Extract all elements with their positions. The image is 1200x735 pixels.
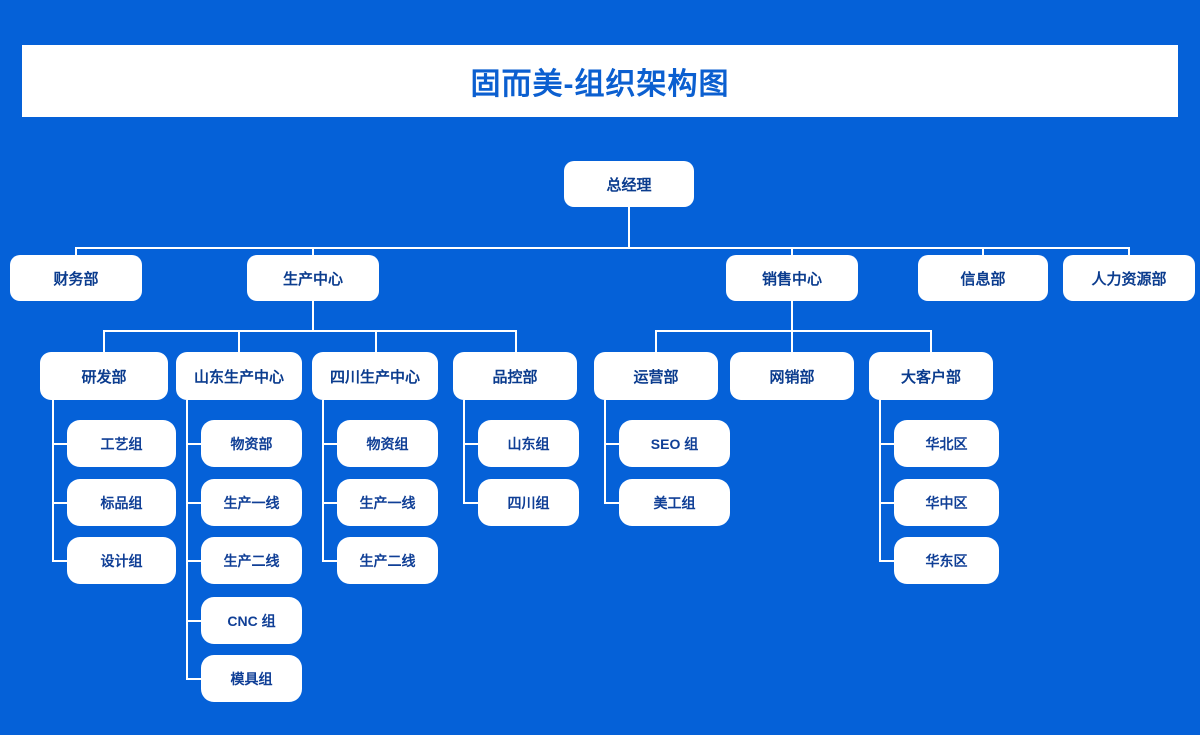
connector-scprod-stub-2 (322, 502, 338, 504)
node-华东区[interactable]: 华东区 (894, 537, 999, 584)
connector-rd-stub-1 (52, 443, 68, 445)
connector-ops-stub-2 (604, 502, 620, 504)
node-物资部[interactable]: 物资部 (201, 420, 302, 467)
connector-sdprod-stub-1 (186, 443, 202, 445)
node-生产二线-山东[interactable]: 生产二线 (201, 537, 302, 584)
node-设计组[interactable]: 设计组 (67, 537, 176, 584)
node-生产一线-山东[interactable]: 生产一线 (201, 479, 302, 526)
connector-scprod-stub-1 (322, 443, 338, 445)
node-seo组[interactable]: SEO 组 (619, 420, 730, 467)
title-banner: 固而美-组织架构图 (22, 45, 1178, 117)
node-山东组[interactable]: 山东组 (478, 420, 579, 467)
connector-sales-bus (656, 330, 932, 332)
connector-level2-bus (76, 247, 1129, 249)
connector-drop-key (930, 330, 932, 353)
node-四川生产中心[interactable]: 四川生产中心 (312, 352, 438, 400)
connector-drop-sdprod (238, 330, 240, 353)
node-华中区[interactable]: 华中区 (894, 479, 999, 526)
connector-drop-online (791, 330, 793, 353)
node-研发部[interactable]: 研发部 (40, 352, 168, 400)
node-销售中心[interactable]: 销售中心 (726, 255, 858, 301)
node-山东生产中心[interactable]: 山东生产中心 (176, 352, 302, 400)
connector-key-trunk (879, 400, 881, 561)
connector-prod-stem (312, 301, 314, 331)
connector-sdprod-stub-3 (186, 560, 202, 562)
connector-qc-stub-2 (463, 502, 479, 504)
node-美工组[interactable]: 美工组 (619, 479, 730, 526)
connector-sdprod-stub-2 (186, 502, 202, 504)
connector-drop-scprod (375, 330, 377, 353)
node-工艺组[interactable]: 工艺组 (67, 420, 176, 467)
connector-ops-stub-1 (604, 443, 620, 445)
node-华北区[interactable]: 华北区 (894, 420, 999, 467)
connector-root-stem (628, 207, 630, 248)
connector-prod-bus (104, 330, 516, 332)
node-网销部[interactable]: 网销部 (730, 352, 854, 400)
connector-qc-stub-1 (463, 443, 479, 445)
node-四川组[interactable]: 四川组 (478, 479, 579, 526)
connector-sales-stem (791, 301, 793, 331)
connector-drop-hr (1128, 247, 1130, 256)
connector-qc-trunk (463, 400, 465, 502)
connector-sdprod-stub-4 (186, 620, 202, 622)
node-大客户部[interactable]: 大客户部 (869, 352, 993, 400)
connector-key-stub-1 (879, 443, 895, 445)
node-生产二线-四川[interactable]: 生产二线 (337, 537, 438, 584)
node-人力资源部[interactable]: 人力资源部 (1063, 255, 1195, 301)
page-title: 固而美-组织架构图 (470, 68, 730, 101)
connector-drop-sales (791, 247, 793, 256)
connector-ops-trunk (604, 400, 606, 502)
connector-drop-prod (312, 247, 314, 256)
node-总经理[interactable]: 总经理 (564, 161, 694, 207)
node-生产中心[interactable]: 生产中心 (247, 255, 379, 301)
connector-sdprod-trunk (186, 400, 188, 679)
connector-drop-rd (103, 330, 105, 353)
connector-drop-ops (655, 330, 657, 353)
node-cnc组[interactable]: CNC 组 (201, 597, 302, 644)
connector-rd-stub-2 (52, 502, 68, 504)
connector-sdprod-stub-5 (186, 678, 202, 680)
node-模具组[interactable]: 模具组 (201, 655, 302, 702)
node-信息部[interactable]: 信息部 (918, 255, 1048, 301)
connector-rd-stub-3 (52, 560, 68, 562)
node-物资组[interactable]: 物资组 (337, 420, 438, 467)
connector-key-stub-2 (879, 502, 895, 504)
node-运营部[interactable]: 运营部 (594, 352, 718, 400)
connector-scprod-trunk (322, 400, 324, 561)
connector-drop-qc (515, 330, 517, 353)
connector-scprod-stub-3 (322, 560, 338, 562)
node-标品组[interactable]: 标品组 (67, 479, 176, 526)
node-生产一线-四川[interactable]: 生产一线 (337, 479, 438, 526)
connector-drop-fin (75, 247, 77, 256)
node-品控部[interactable]: 品控部 (453, 352, 577, 400)
connector-drop-info (982, 247, 984, 256)
connector-rd-trunk (52, 400, 54, 561)
node-财务部[interactable]: 财务部 (10, 255, 142, 301)
connector-key-stub-3 (879, 560, 895, 562)
